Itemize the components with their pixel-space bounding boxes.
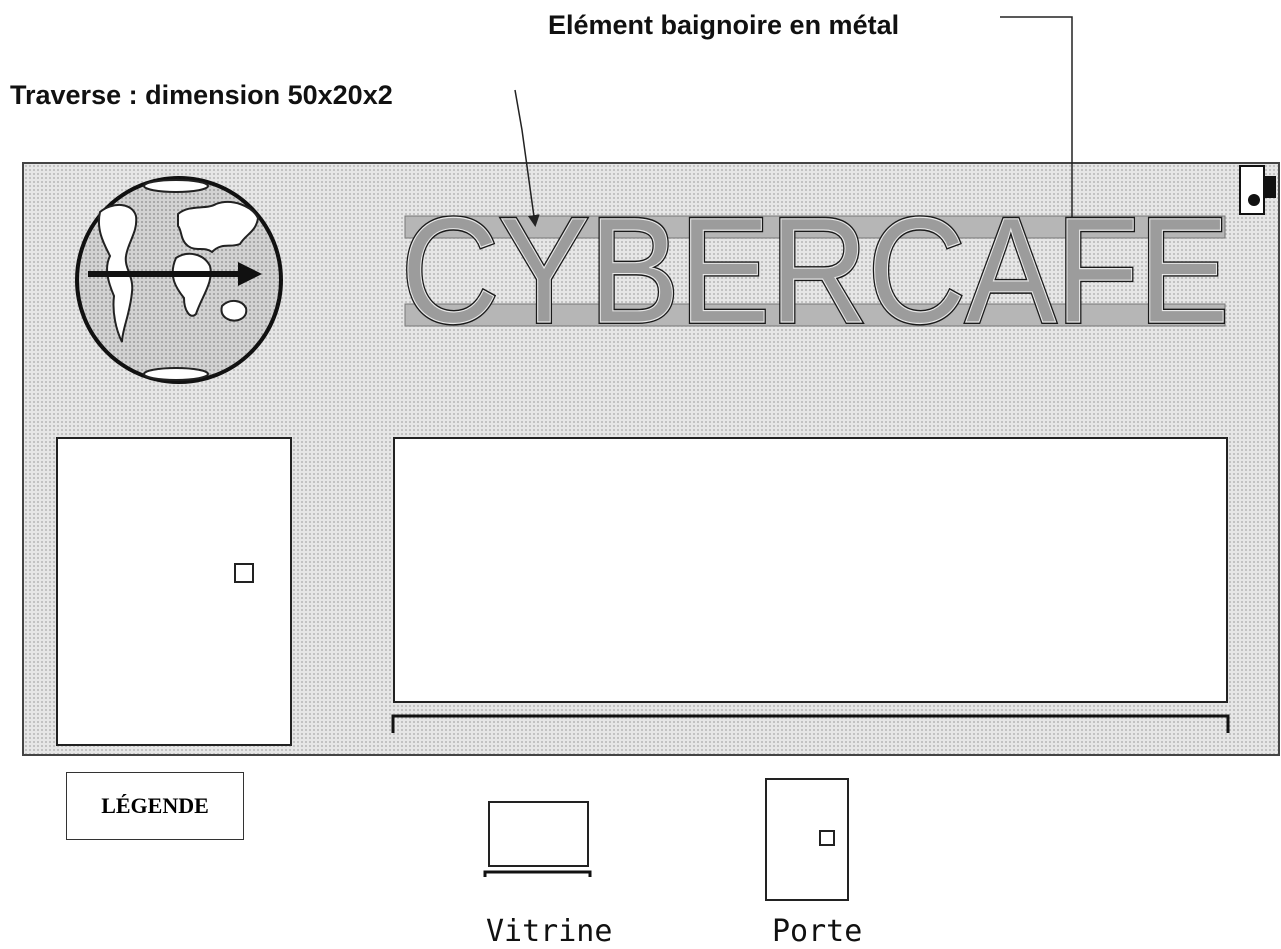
globe-icon [75,176,283,384]
leader-line-metal [1000,16,1073,218]
annotation-metal-element: Elément baignoire en métal [548,10,900,40]
camera-icon [1239,165,1276,215]
door [56,437,292,746]
legend-label-vitrine: Vitrine [486,914,613,949]
annotation-crossbar: Traverse : dimension 50x20x2 [10,80,393,110]
cybercafe-sign-inner-outline: CYBERCAFE [401,186,1229,354]
door-handle-icon [234,563,254,583]
metal-band [404,215,1226,327]
legend-title: LÉGENDE [66,772,244,840]
door-icon [765,778,849,901]
shop-window-icon [483,801,592,877]
legend-label-porte: Porte [772,914,863,949]
leader-line-crossbar [514,89,540,227]
cybercafe-sign: CYBERCAFE [401,186,1229,354]
shop-window [393,437,1228,703]
window-sill [391,714,1230,733]
